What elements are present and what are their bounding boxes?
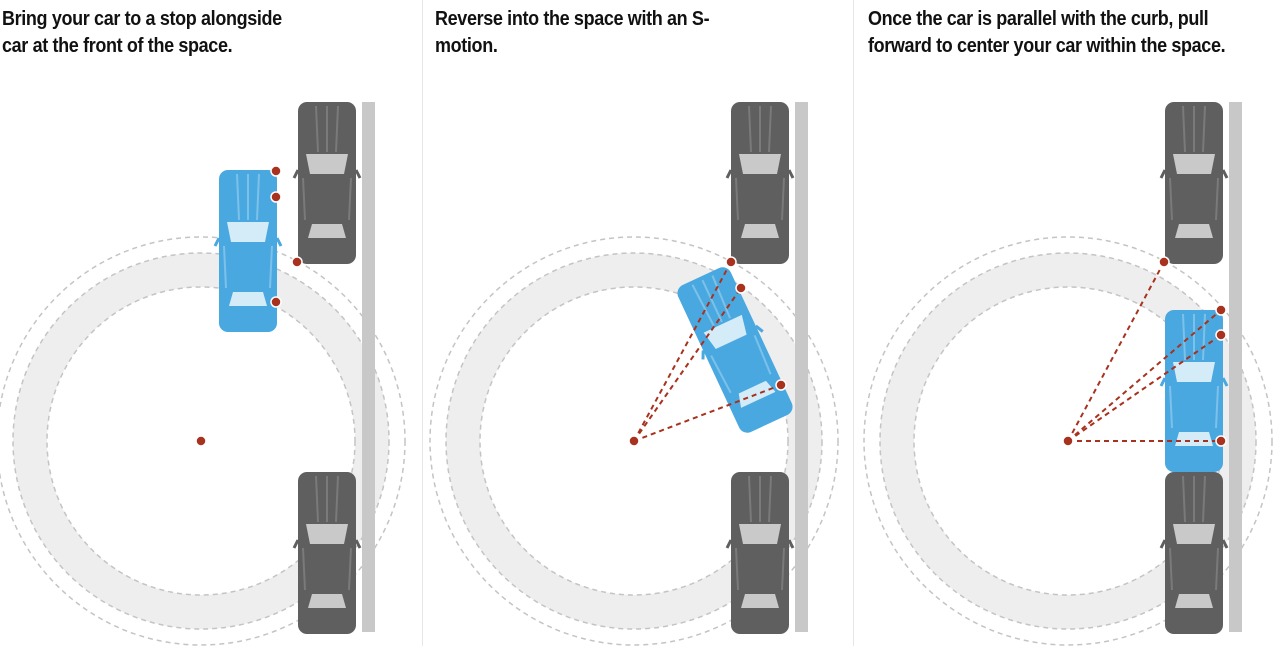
reference-points bbox=[628, 256, 787, 447]
parked-car-front bbox=[1159, 100, 1229, 266]
curb bbox=[1229, 102, 1242, 632]
parked-car-rear bbox=[292, 470, 362, 636]
pivot-lines bbox=[1067, 261, 1222, 442]
pivot-point bbox=[195, 435, 207, 447]
parked-car-rear bbox=[725, 470, 795, 636]
curb bbox=[795, 102, 808, 632]
step-2-diagram bbox=[430, 100, 838, 645]
parked-car-front bbox=[292, 100, 362, 266]
step-3-diagram bbox=[864, 100, 1272, 645]
panel-divider bbox=[853, 0, 854, 646]
parked-car-front bbox=[725, 100, 795, 266]
panel-divider bbox=[422, 0, 423, 646]
step-1-diagram bbox=[0, 100, 405, 645]
pivot-lines bbox=[633, 261, 782, 442]
parked-car-rear bbox=[1159, 470, 1229, 636]
step-3-caption: Once the car is parallel with the curb, … bbox=[868, 8, 1226, 57]
reference-points bbox=[1062, 256, 1227, 447]
step-2-caption: Reverse into the space with an S-motion. bbox=[435, 8, 710, 57]
reference-points bbox=[195, 165, 303, 447]
curb bbox=[362, 102, 375, 632]
step-1-caption: Bring your car to a stop alongside car a… bbox=[2, 8, 282, 57]
